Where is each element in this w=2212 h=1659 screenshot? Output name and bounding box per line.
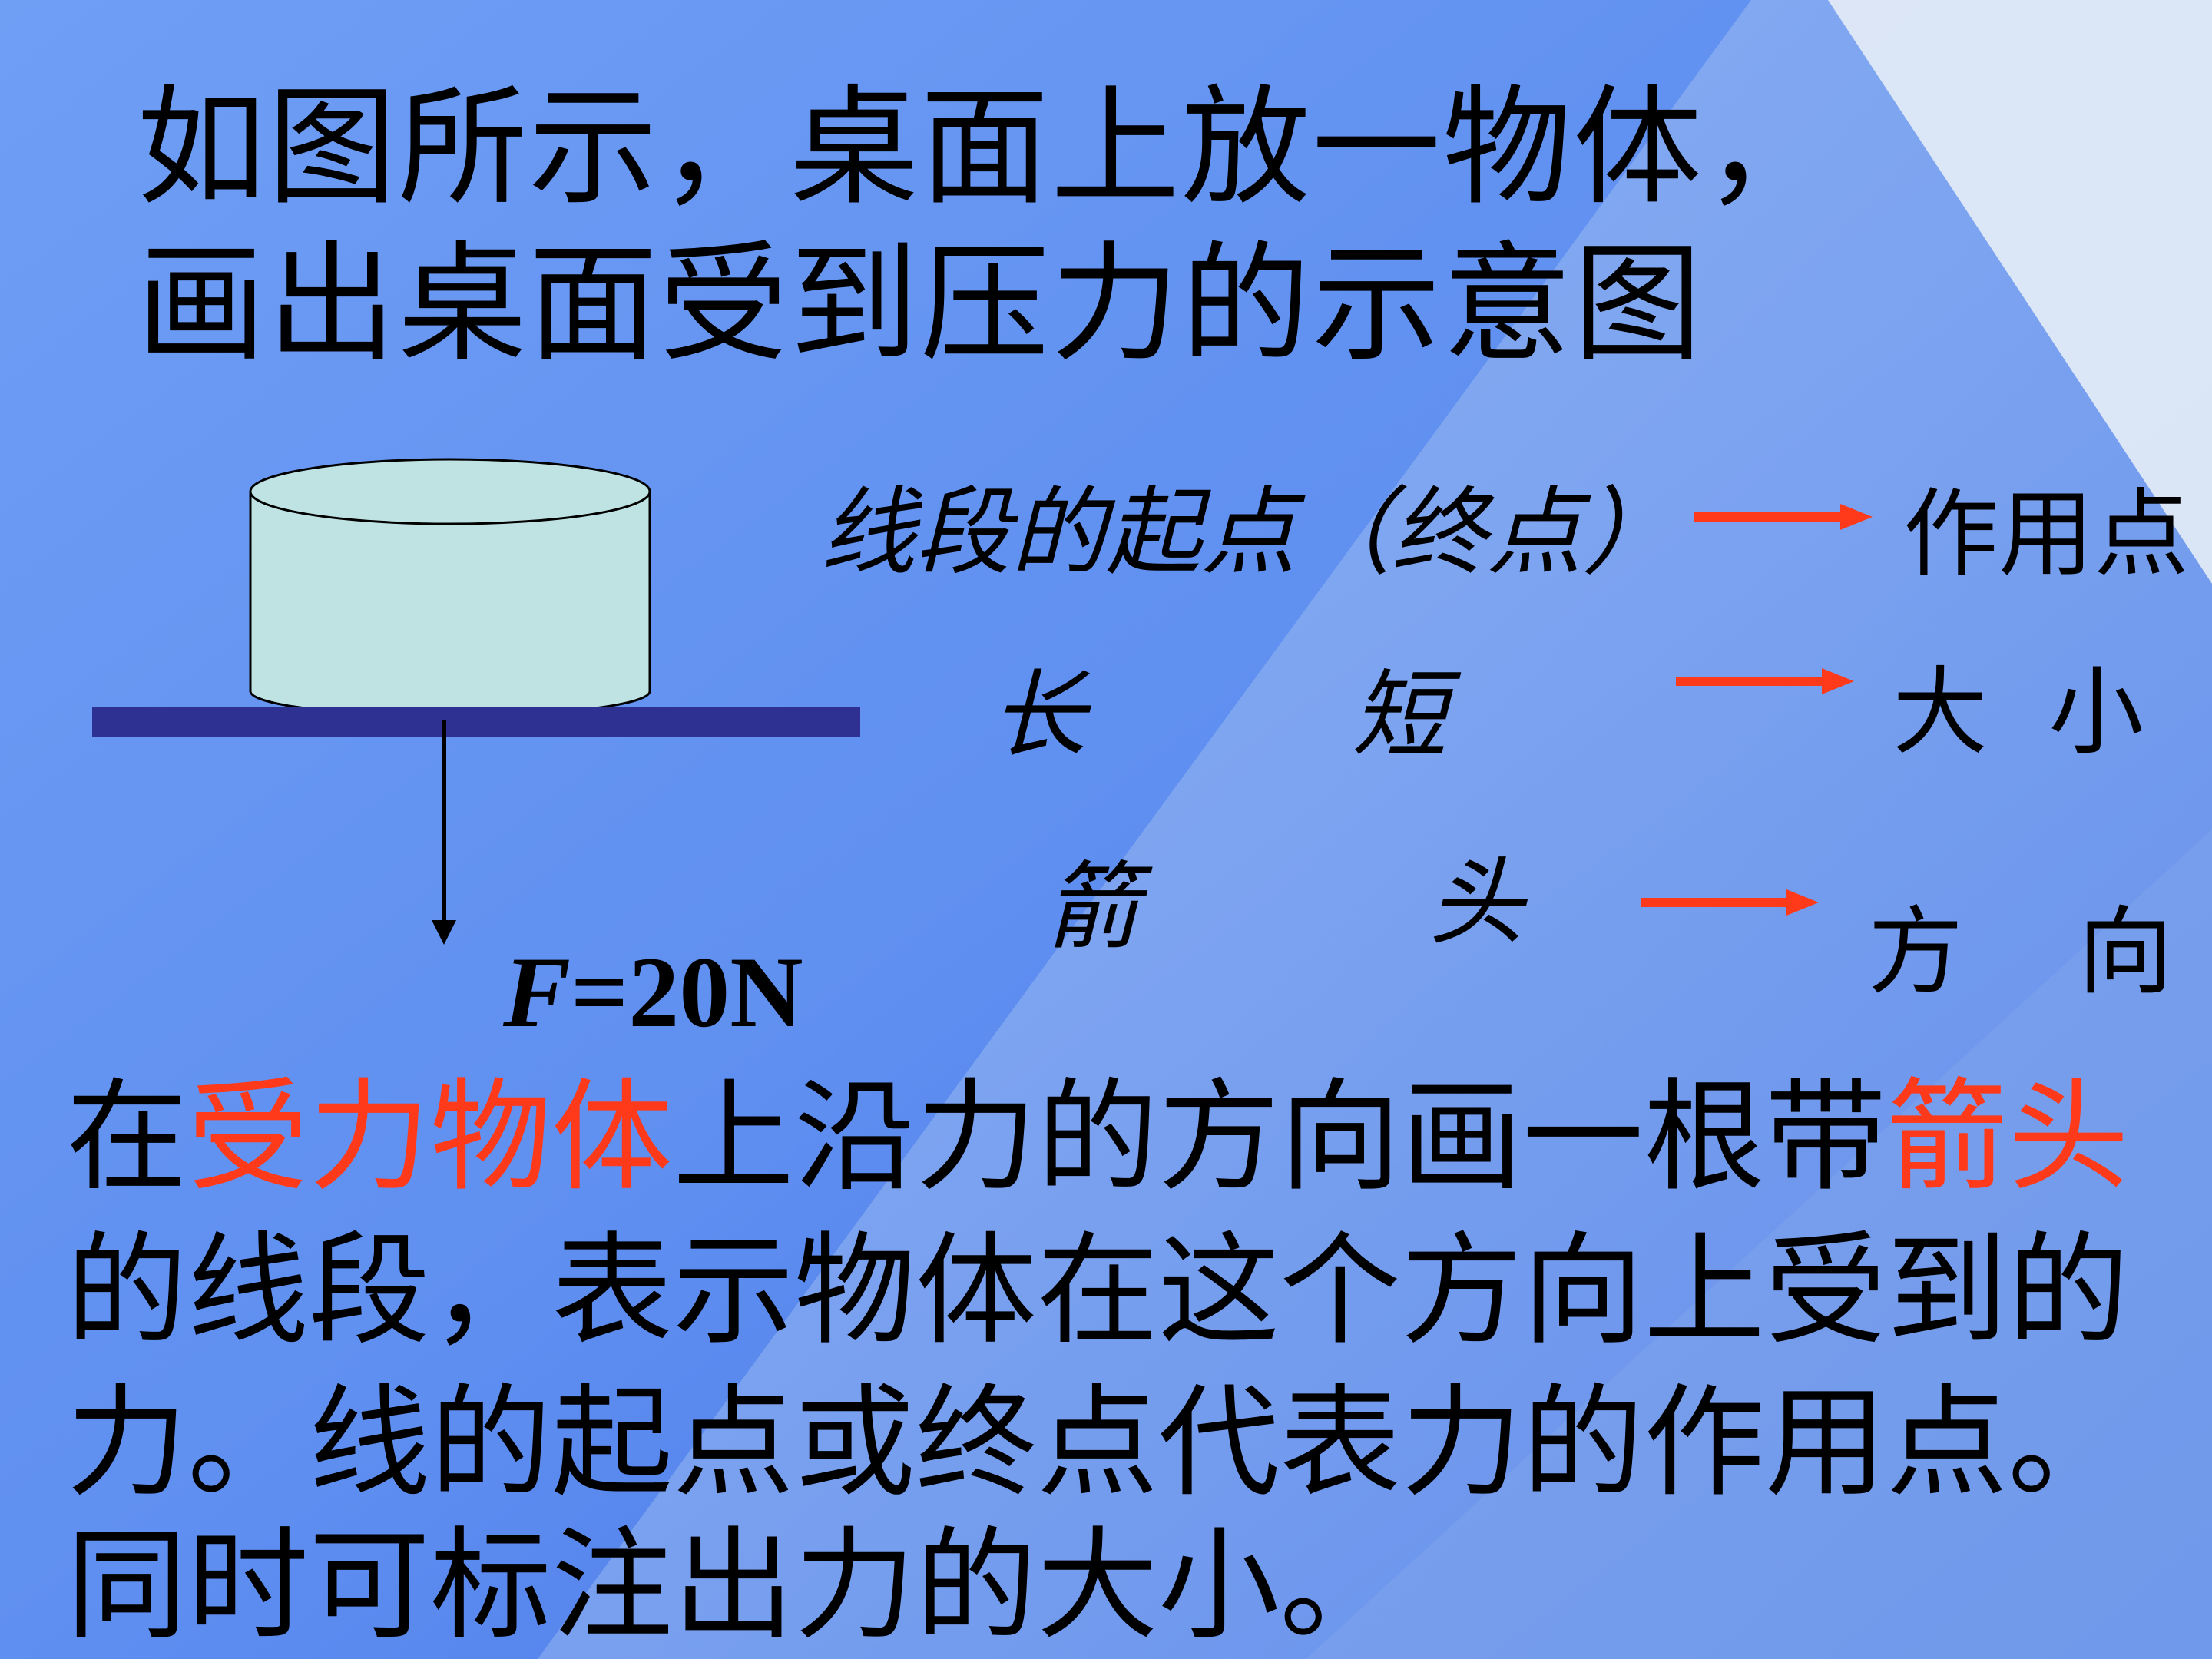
force-symbol: F (503, 935, 571, 1048)
legend-row2-left-b: 短 (1352, 661, 1448, 771)
legend-row3-left-b: 头 (1429, 848, 1525, 959)
body-line-2: 的线段，表示物体在这个方向上受到的 (66, 1220, 2129, 1362)
force-value: =20N (571, 935, 803, 1048)
force-arrow (432, 720, 456, 945)
cylinder-object (249, 458, 651, 717)
body-line-1: 在受力物体上沿力的方向画一根带箭头 (66, 1077, 2129, 1198)
body-text: 上沿力的方向画一根带 (673, 1067, 1886, 1208)
force-diagram (92, 458, 860, 945)
table-surface (92, 707, 860, 737)
highlight-arrow: 箭头 (1886, 1067, 2129, 1208)
legend-row2-left-a: 长 (991, 661, 1087, 771)
highlight-force-object: 受力物体 (187, 1067, 673, 1208)
legend-row3-right: 方 向 (1868, 897, 2174, 1008)
body-line-3: 力。线的起点或终点代表力的作用点。 (66, 1373, 2129, 1514)
legend-row1-right: 作用点 (1903, 479, 2190, 590)
body-line-4: 同时可标注出力的大小。 (66, 1515, 1401, 1657)
title-line-2: 画出桌面受到压力的示意图 (137, 229, 1704, 379)
legend-row2-right: 大 小 (1892, 657, 2144, 768)
legend-row3-left-a: 箭 (1045, 853, 1141, 963)
body-text: 在 (66, 1067, 187, 1208)
red-arrow-icon (1641, 889, 1819, 916)
title-line-1: 如图所示，桌面上放一物体， (137, 72, 1834, 223)
legend-row1-left: 线段的起点（终点） (820, 478, 1678, 588)
red-arrow-icon (1694, 504, 1873, 530)
red-arrow-icon (1676, 668, 1854, 694)
force-label: F=20N (503, 942, 803, 1043)
